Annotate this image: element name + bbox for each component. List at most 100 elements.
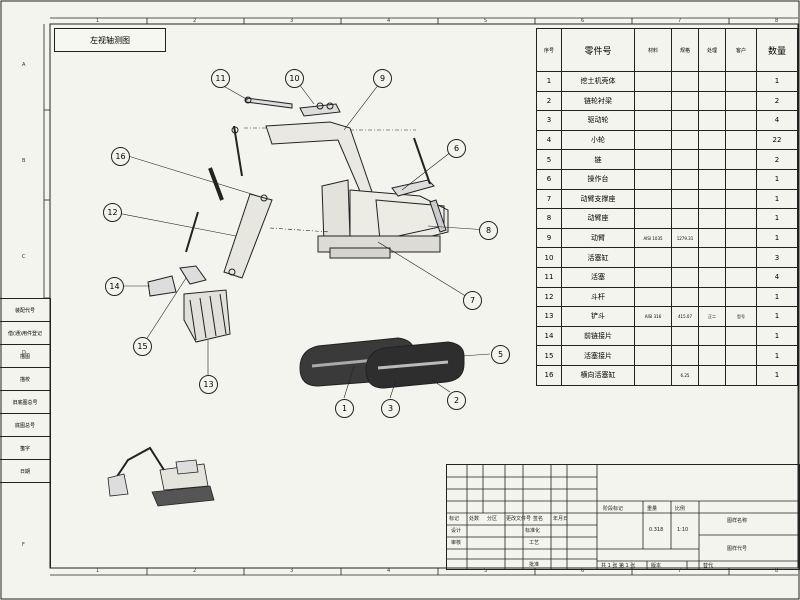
tb-sheet-info: 共 1 张 第 1 张	[601, 563, 636, 569]
bom-cell-no: 4	[536, 129, 562, 151]
left-block-cell: 借(通)用件登记	[0, 322, 50, 345]
bom-cell-qty: 1	[756, 227, 798, 249]
bom-cell-spec	[671, 188, 699, 210]
tb-std: 标准化	[525, 528, 541, 534]
bom-cell-spec	[671, 247, 699, 268]
bom-cell-spec: 415.07	[671, 306, 699, 327]
bom-cell-process	[698, 325, 726, 347]
tb-drawing-name: 图样名称	[727, 518, 748, 524]
bom-cell-no: 10	[536, 247, 562, 268]
bom-cell-process	[698, 71, 726, 92]
bottom-ruler-label: 4	[387, 568, 391, 574]
left-block-cell: 描图	[0, 345, 50, 368]
tb-stage: 阶段标记	[603, 506, 624, 512]
bom-cell-material	[634, 364, 672, 386]
bom-cell-material	[634, 71, 672, 92]
bom-cell-no: 16	[536, 364, 562, 386]
bom-cell-owner	[725, 71, 757, 92]
balloon-1: 1	[335, 399, 354, 418]
top-ruler-label: 1	[96, 18, 100, 24]
balloon-9: 9	[373, 69, 392, 88]
bom-cell-no: 7	[536, 188, 562, 210]
tb-sign: 签名	[533, 516, 544, 522]
tb-approve: 批准	[529, 562, 540, 568]
tb-process: 工艺	[529, 540, 540, 546]
bom-cell-material	[634, 149, 672, 170]
bottom-ruler-label: 3	[290, 568, 294, 574]
bom-cell-spec	[671, 110, 699, 131]
bom-cell-process	[698, 149, 726, 170]
left-block-cell: 日期	[0, 460, 50, 483]
top-ruler-label: 6	[581, 18, 585, 24]
bom-cell-no: 12	[536, 286, 562, 308]
bom-cell-qty: 1	[756, 208, 798, 229]
balloon-5: 5	[491, 345, 510, 364]
bom-cell-qty: 2	[756, 149, 798, 170]
bom-cell-process	[698, 129, 726, 151]
balloon-15: 15	[133, 337, 152, 356]
bom-cell-qty: 3	[756, 247, 798, 268]
bom-cell-no: 13	[536, 306, 562, 327]
bom-header-row: 序号 零件号 材料 规格 处理 客户 数量	[536, 28, 798, 72]
left-block-cell: 签字	[0, 437, 50, 460]
bom-cell-owner	[725, 168, 757, 190]
bom-cell-spec: 1279.31	[671, 227, 699, 249]
left-block-cell: 底图总号	[0, 414, 50, 437]
side-ruler-label: E	[22, 446, 26, 452]
left-block-cell: 旧底图总号	[0, 391, 50, 414]
bom-cell-no: 6	[536, 168, 562, 190]
balloon-10: 10	[285, 69, 304, 88]
bom-cell-qty: 1	[756, 71, 798, 92]
bom-cell-name: 驱动轮	[561, 110, 635, 131]
bom-cell-spec	[671, 149, 699, 170]
bom-cell-name: 操作台	[561, 168, 635, 190]
bottom-ruler-label: 2	[193, 568, 197, 574]
tb-check: 审核	[451, 540, 462, 546]
bottom-ruler-label: 7	[678, 568, 682, 574]
bom-cell-name: 斗杆	[561, 286, 635, 308]
balloon-7: 7	[463, 291, 482, 310]
tb-drawing-code: 图样代号	[727, 546, 748, 552]
bom-cell-name: 横向活塞缸	[561, 364, 635, 386]
bom-cell-owner	[725, 129, 757, 151]
title-block-grid	[447, 465, 799, 569]
bom-cell-owner	[725, 110, 757, 131]
tb-weight-val: 0.318	[649, 527, 664, 533]
assembly-thumbnail	[107, 446, 215, 507]
bottom-ruler-label: 8	[775, 568, 779, 574]
bom-cell-qty: 1	[756, 345, 798, 366]
tb-scale: 比例	[675, 506, 686, 512]
bom-cell-name: 活塞接片	[561, 345, 635, 366]
bom-cell-process	[698, 266, 726, 288]
bottom-ruler-label: 5	[484, 568, 488, 574]
left-block-cell: 描校	[0, 368, 50, 391]
top-ruler-label: 2	[193, 18, 197, 24]
bom-cell-qty: 1	[756, 306, 798, 327]
col-owner: 客户	[725, 28, 757, 72]
bom-cell-no: 9	[536, 227, 562, 249]
bom-cell-owner	[725, 90, 757, 112]
bom-cell-qty: 1	[756, 286, 798, 308]
bom-cell-spec	[671, 286, 699, 308]
side-ruler-label: D	[22, 350, 26, 356]
title-block: 标记 处数 分区 更改文件号 签名 年月日 设计 标准化 审核 工艺 批准 阶段…	[446, 464, 800, 570]
bom-cell-name: 动臂	[561, 227, 635, 249]
bom-cell-process	[698, 110, 726, 131]
side-ruler-label: C	[22, 254, 26, 260]
bom-cell-owner	[725, 266, 757, 288]
bom-cell-qty: 4	[756, 266, 798, 288]
top-ruler-label: 7	[678, 18, 682, 24]
bom-cell-qty: 1	[756, 188, 798, 210]
bom-cell-process	[698, 208, 726, 229]
bom-cell-spec: 6.25	[671, 364, 699, 386]
bom-cell-owner	[725, 286, 757, 308]
side-ruler-label: A	[22, 62, 26, 68]
bom-cell-name: 活塞缸	[561, 247, 635, 268]
bom-cell-no: 2	[536, 90, 562, 112]
